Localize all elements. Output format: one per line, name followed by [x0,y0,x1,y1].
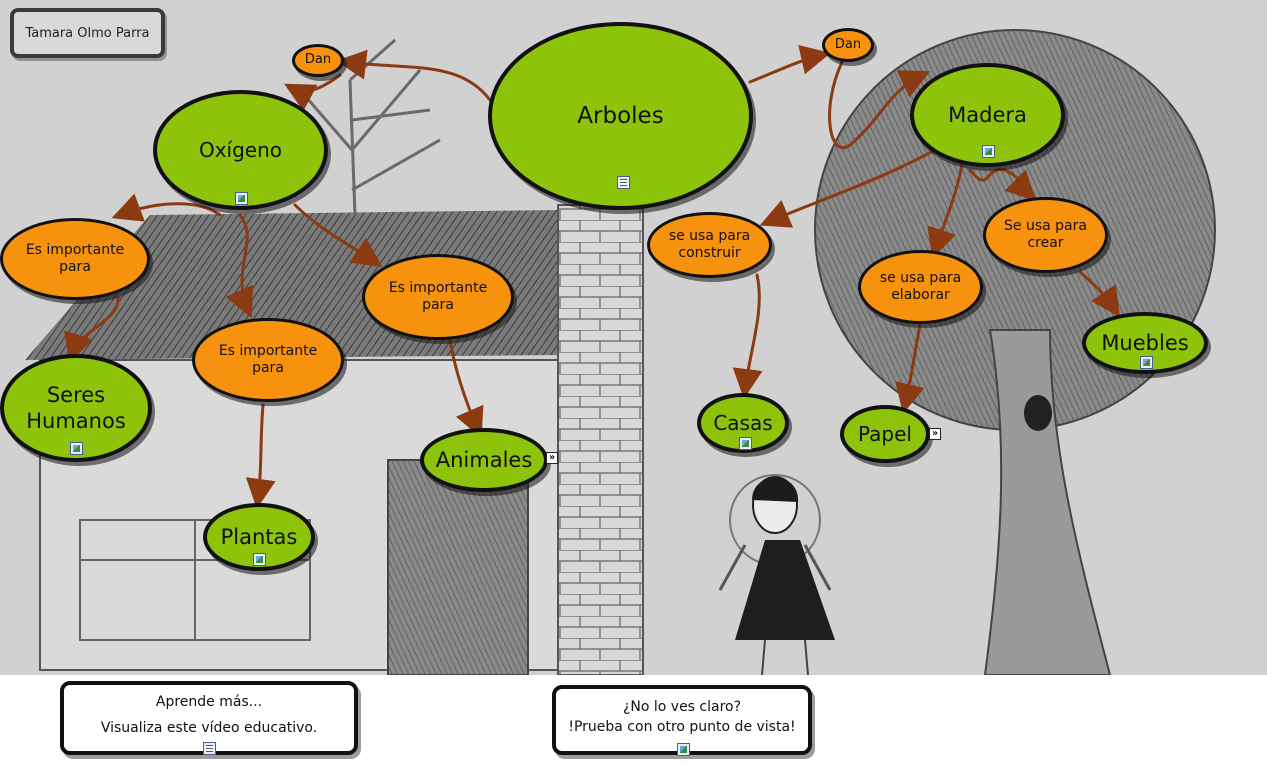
house-door [387,459,529,675]
author-title: Tamara Olmo Parra [10,8,165,58]
document-resource-icon[interactable] [203,742,216,755]
linker-label: Se usa para crear [1004,217,1087,252]
view-note-line2: !Prueba con otro punto de vista! [568,719,796,735]
concept-oxigeno-label: Oxígeno [198,137,283,162]
linker-es-importante-3[interactable]: Es importante para [362,254,514,340]
linker-se-usa-elaborar[interactable]: se usa para elaborar [858,250,983,324]
expand-arrow-icon[interactable]: » [929,428,941,440]
concept-oxigeno[interactable]: Oxígeno [153,90,328,210]
concept-madera[interactable]: Madera [910,63,1065,167]
linker-label: Es importante para [388,279,488,314]
concept-animales-label: Animales [435,447,533,472]
concept-arboles-label: Arboles [577,102,664,129]
concept-casas-label: Casas [713,410,773,435]
house-chimney [557,204,644,675]
image-resource-icon[interactable] [1140,356,1153,369]
document-resource-icon[interactable] [617,176,630,189]
concept-seres-humanos[interactable]: Seres Humanos [0,354,152,462]
expand-arrow-icon[interactable]: » [546,452,558,464]
linker-es-importante-1[interactable]: Es importante para [0,218,150,300]
image-resource-icon[interactable] [739,437,752,450]
linker-se-usa-crear[interactable]: Se usa para crear [983,197,1108,273]
linker-es-importante-2[interactable]: Es importante para [192,318,344,402]
linker-label: Es importante para [25,241,125,276]
concept-papel[interactable]: Papel [840,405,930,463]
image-resource-icon[interactable] [70,442,83,455]
linker-dan-left[interactable]: Dan [292,44,344,77]
concept-papel-label: Papel [858,421,912,446]
image-resource-icon[interactable] [982,145,995,158]
linker-label: se usa para elaborar [879,269,962,304]
video-note-line1: Aprende más... [155,694,263,710]
image-resource-icon[interactable] [235,192,248,205]
view-note-line1: ¿No lo ves claro? [622,699,742,715]
video-note-line2: Visualiza este vídeo educativo. [100,720,318,736]
concept-arboles[interactable]: Arboles [488,22,753,210]
linker-label: se usa para construir [668,227,751,262]
concept-madera-label: Madera [948,102,1027,127]
concept-plantas-label: Plantas [220,524,298,549]
concept-plantas[interactable]: Plantas [203,503,315,571]
video-note[interactable]: Aprende más... Visualiza este vídeo educ… [60,681,358,755]
linker-label: Es importante para [218,342,318,377]
concept-casas[interactable]: Casas [697,393,789,453]
linker-se-usa-construir[interactable]: se usa para construir [647,212,772,278]
concept-animales[interactable]: Animales [420,428,548,492]
linker-dan-right[interactable]: Dan [822,28,874,62]
concept-muebles[interactable]: Muebles [1082,312,1208,374]
image-resource-icon[interactable] [253,553,266,566]
image-resource-icon[interactable] [677,743,690,756]
view-note[interactable]: ¿No lo ves claro? !Prueba con otro punto… [552,685,812,756]
linker-dan-left-label: Dan [304,52,332,68]
tree-trunk [983,329,1112,675]
concept-seres-humanos-label: Seres Humanos [26,382,126,433]
concept-muebles-label: Muebles [1101,330,1189,355]
linker-dan-right-label: Dan [834,36,862,52]
